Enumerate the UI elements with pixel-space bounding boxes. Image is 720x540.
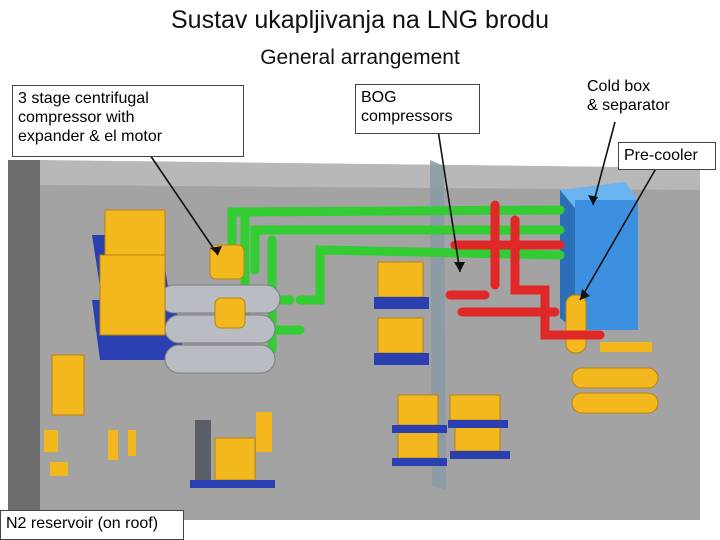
compressor-callout: 3 stage centrifugal compressor with expa… (12, 85, 244, 157)
reservoir-callout: N2 reservoir (on roof) (0, 510, 184, 540)
arrow-heads (210, 195, 598, 300)
precooler-callout: Pre-cooler (618, 142, 716, 170)
cold-box-callout: Cold box & separator (587, 78, 670, 114)
pipe-red (445, 200, 605, 340)
separator-icon (565, 294, 587, 354)
side-wall (8, 160, 40, 520)
bog-compressor-icon (374, 261, 429, 365)
page-title: Sustav ukapljivanja na LNG brodu (170, 6, 549, 34)
page-subtitle: General arrangement (260, 46, 460, 69)
reservoir-icon (44, 354, 275, 488)
callout-lines (149, 121, 659, 301)
motor-icon (99, 209, 166, 336)
pump-icon (392, 394, 510, 466)
bog-compressors-callout: BOG compressors (355, 84, 480, 134)
heat-exchanger-icon (571, 342, 659, 414)
back-wall (40, 160, 700, 190)
